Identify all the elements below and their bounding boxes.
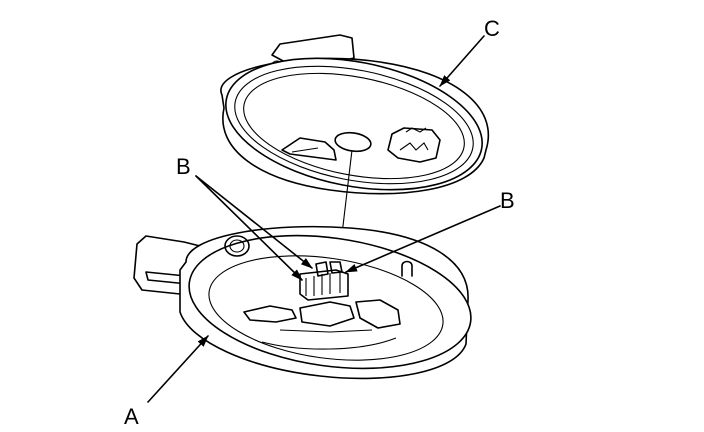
base-terminals <box>299 261 349 301</box>
base-cutout-right <box>355 299 401 329</box>
base-inner-ring <box>208 255 444 361</box>
cover-inner-ring-2 <box>243 72 465 180</box>
leader-c <box>439 35 485 87</box>
label-b-right: B <box>500 188 515 213</box>
base-cutout-center <box>299 301 355 327</box>
base-u-mark <box>401 260 413 277</box>
leader-b-left-1 <box>195 175 313 269</box>
callouts: C B B A <box>124 16 515 429</box>
base-mount-hole <box>224 235 250 257</box>
label-a: A <box>124 404 139 429</box>
label-c: C <box>484 16 500 41</box>
label-b-left: B <box>176 154 191 179</box>
cover-part-c <box>220 34 490 195</box>
cover-inner-ring <box>234 65 474 185</box>
leader-b-left-2 <box>195 175 303 281</box>
base-part-a <box>133 225 472 380</box>
leader-b-right <box>345 205 501 273</box>
cover-left-slot <box>281 137 337 161</box>
leader-a <box>147 335 209 403</box>
base-cutout-left <box>243 305 297 323</box>
